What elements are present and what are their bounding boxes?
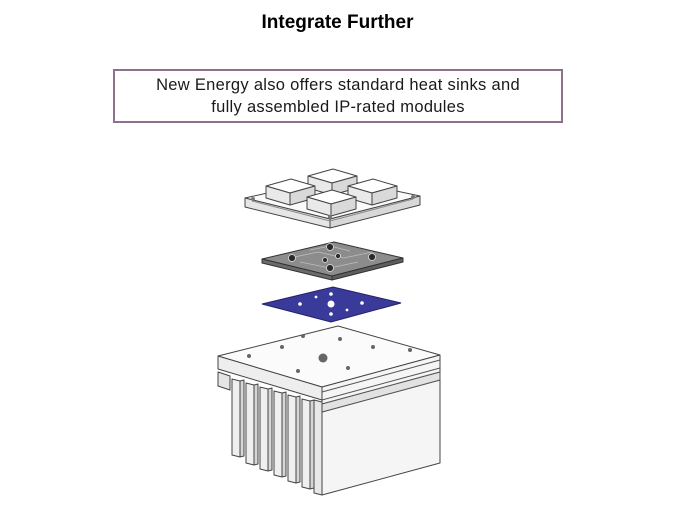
heat-sink [217, 325, 441, 496]
heat-sink-fins [231, 378, 311, 490]
callout-line-1: New Energy also offers standard heat sin… [156, 76, 520, 94]
optic-lens-array [244, 168, 421, 229]
callout-box: New Energy also offers standard heat sin… [113, 69, 563, 123]
lens-cube-right [347, 178, 398, 206]
slide-title: Integrate Further [261, 12, 414, 33]
callout-line-2: fully assembled IP-rated modules [211, 98, 465, 116]
thermal-pad [261, 286, 402, 323]
led-circuit-board [261, 241, 404, 281]
lens-cube-left [265, 178, 316, 206]
callout-text: New Energy also offers standard heat sin… [156, 74, 520, 118]
lens-cube-front [306, 189, 357, 217]
